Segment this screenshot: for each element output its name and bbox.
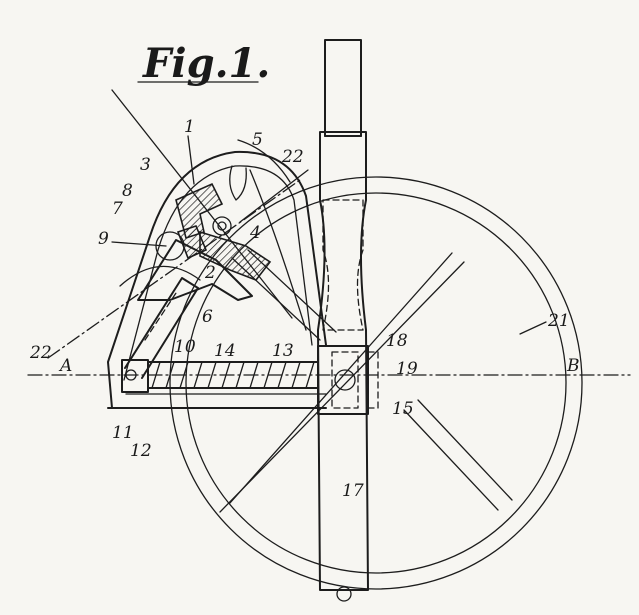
link-22 — [239, 169, 309, 223]
part-label-19: 19 — [396, 359, 418, 379]
part-label-11: 11 — [112, 423, 134, 443]
part-label-15: 15 — [392, 399, 414, 419]
part-label-6: 6 — [202, 307, 213, 327]
part-label-10: 10 — [174, 337, 196, 357]
part-label-13: 13 — [272, 341, 294, 361]
part-label-5: 5 — [252, 130, 263, 150]
part-label-22-right: 22 — [281, 147, 304, 167]
part-label-9: 9 — [98, 229, 109, 249]
housing-frame — [107, 150, 327, 409]
part-label-14: 14 — [214, 341, 236, 361]
part-label-21: 21 — [547, 311, 570, 331]
part-labels: 1 2 3 4 5 6 7 8 9 10 11 12 13 14 15 17 1… — [29, 117, 570, 501]
part-label-18: 18 — [386, 331, 408, 351]
axis-line-22 — [47, 179, 301, 359]
wheel-21 — [169, 176, 583, 590]
part-label-12: 12 — [130, 441, 152, 461]
part-label-3: 3 — [140, 155, 151, 175]
part-label-17: 17 — [342, 481, 364, 501]
part-label-22-left: 22 — [29, 343, 52, 363]
section-label-a: A — [58, 356, 72, 376]
part-label-8: 8 — [122, 181, 133, 201]
section-line-ab: A B — [27, 356, 631, 376]
part-label-7: 7 — [112, 199, 123, 219]
part-label-4: 4 — [249, 223, 261, 243]
cam-assembly — [119, 182, 272, 301]
pivot-11-12 — [121, 359, 149, 393]
section-label-b: B — [566, 356, 580, 376]
part-label-1: 1 — [184, 117, 195, 137]
figure-title: Fig.1. — [142, 40, 270, 87]
part-label-2: 2 — [204, 263, 216, 283]
fork-strut-17 — [317, 39, 369, 602]
band-5 — [237, 139, 291, 183]
